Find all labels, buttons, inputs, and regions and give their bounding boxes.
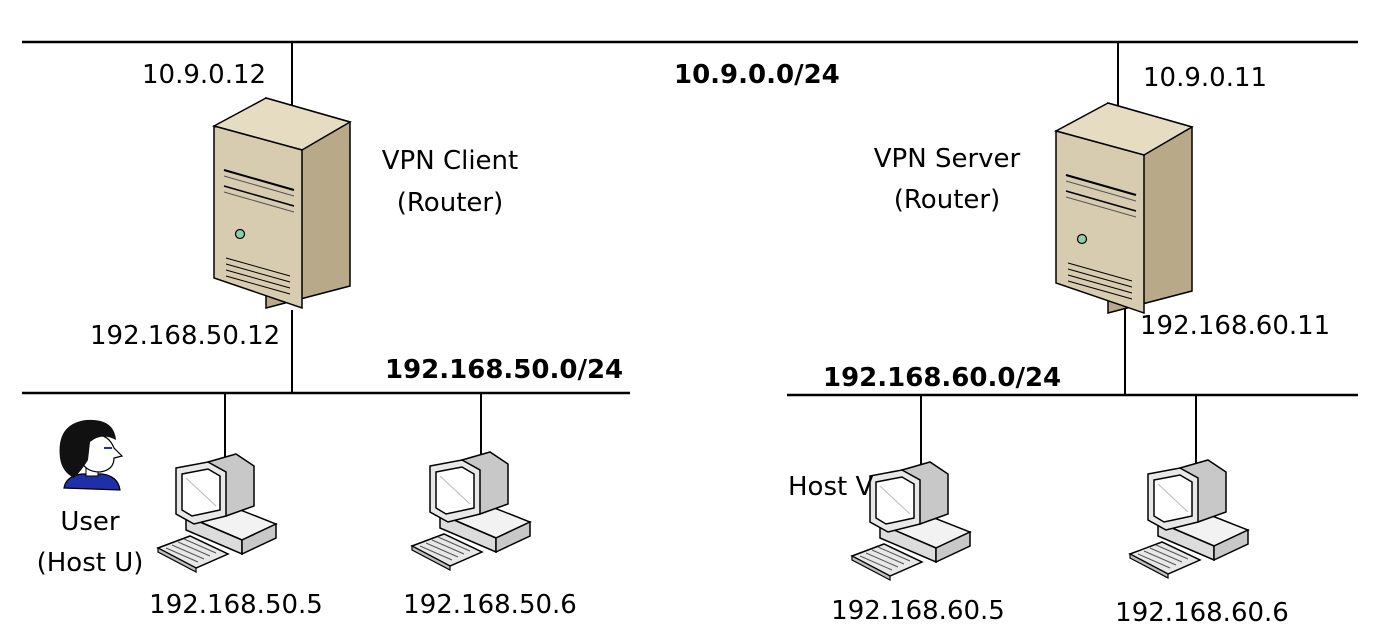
client-lan-network-label: 192.168.50.0/24 <box>385 355 623 385</box>
user-avatar-icon <box>59 419 124 491</box>
user-name-label: User <box>60 507 120 537</box>
vpn-server-wan-ip: 10.9.0.11 <box>1143 63 1267 93</box>
desktop-computer-icon <box>157 453 277 573</box>
user-host-label: (Host U) <box>37 548 144 578</box>
host-v-label: Host V <box>788 472 873 502</box>
vpn-client-lan-ip: 192.168.50.12 <box>90 321 280 351</box>
vpn-client-wan-ip: 10.9.0.12 <box>142 60 266 90</box>
vpn-server-name: VPN Server <box>874 144 1021 174</box>
vpn-server-role: (Router) <box>894 185 1000 215</box>
server-tower-icon <box>1055 102 1193 314</box>
host-ip-label: 192.168.50.6 <box>403 590 577 620</box>
desktop-computer-icon <box>1129 459 1249 579</box>
vpn-client-name: VPN Client <box>382 146 518 176</box>
wan-network-label: 10.9.0.0/24 <box>674 60 840 90</box>
server-lan-network-label: 192.168.60.0/24 <box>823 363 1061 393</box>
vpn-client-role: (Router) <box>397 188 503 218</box>
host-ip-label: 192.168.60.6 <box>1115 598 1289 628</box>
host-ip-label: 192.168.60.5 <box>831 596 1005 626</box>
vpn-server-lan-ip: 192.168.60.11 <box>1140 311 1330 341</box>
desktop-computer-icon <box>411 451 531 571</box>
host-ip-label: 192.168.50.5 <box>149 590 323 620</box>
server-tower-icon <box>213 97 351 309</box>
